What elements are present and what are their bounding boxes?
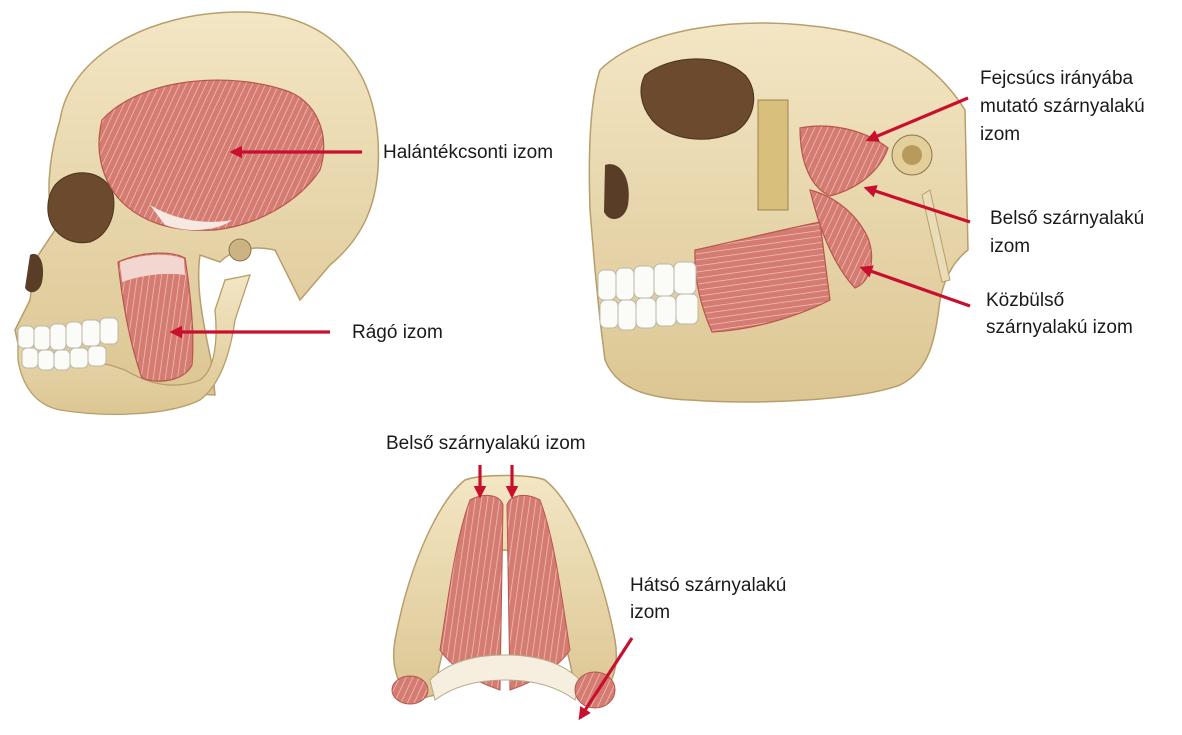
mandible-inferior-view	[392, 476, 616, 709]
label-intermediate-pterygoid-1: Közbülső	[986, 288, 1064, 313]
label-medial-pterygoid-2: izom	[990, 234, 1030, 259]
left-skull-ear-opening	[229, 239, 251, 261]
label-posterior-pterygoid-1: Hátsó szárnyalakú	[630, 573, 786, 598]
right-skull-cut-zygoma	[758, 100, 788, 210]
label-temporalis: Halántékcsonti izom	[383, 140, 553, 165]
right-skull-condyle-inner	[902, 145, 922, 165]
label-posterior-pterygoid-2: izom	[630, 600, 670, 625]
left-skull-lateral	[15, 12, 378, 414]
label-upper-pterygoid-2: mutató szárnyalakú	[980, 94, 1145, 119]
posterior-pterygoid-right	[575, 672, 615, 708]
label-upper-pterygoid-1: Fejcsúcs irányába	[980, 66, 1133, 91]
right-skull-lateral	[589, 23, 968, 402]
right-skull-teeth	[598, 262, 698, 330]
label-masseter: Rágó izom	[352, 320, 443, 345]
left-skull-eye-socket	[48, 173, 114, 243]
label-intermediate-pterygoid-2: szárnyalakú izom	[986, 315, 1133, 340]
label-medial-pterygoid-bottom: Belső szárnyalakú izom	[386, 431, 586, 456]
posterior-pterygoid-left	[392, 676, 428, 704]
label-upper-pterygoid-3: izom	[980, 122, 1020, 147]
left-skull-nasal	[25, 254, 43, 292]
label-medial-pterygoid-1: Belső szárnyalakú	[990, 206, 1144, 231]
